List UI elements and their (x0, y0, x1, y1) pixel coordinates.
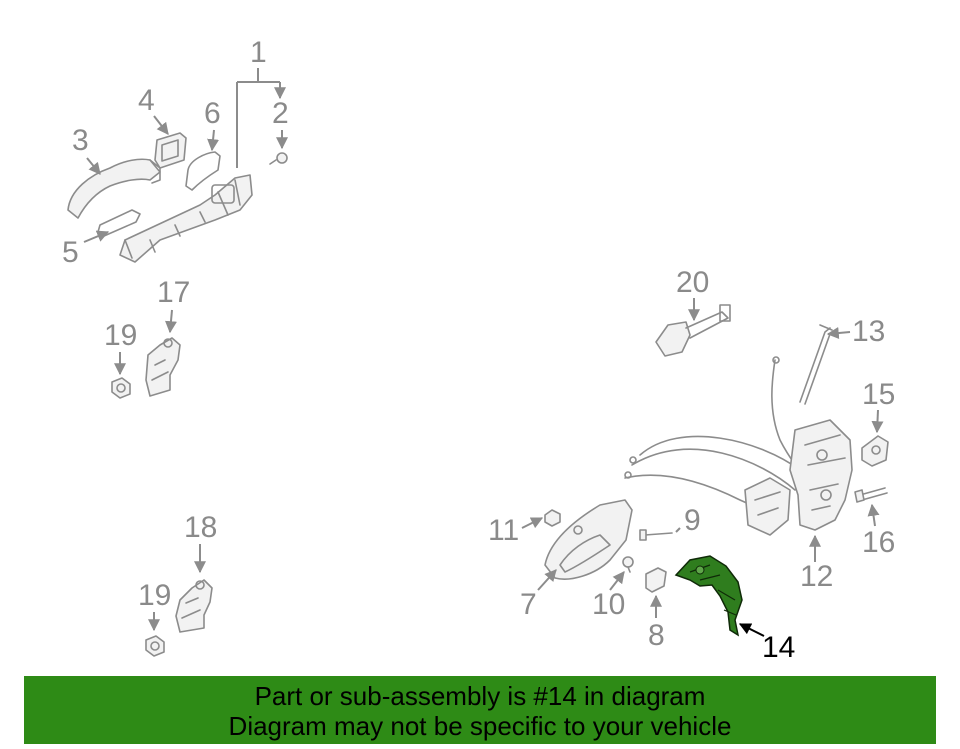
cover-8 (645, 567, 667, 593)
callout-label-4: 4 (138, 84, 155, 117)
callout-19b: 19 (138, 579, 171, 632)
callout-label-9: 9 (684, 504, 701, 537)
callout-17: 17 (157, 276, 190, 334)
callout-label-3: 3 (72, 124, 89, 157)
info-banner: Part or sub-assembly is #14 in diagram D… (24, 676, 936, 744)
callout-2: 2 (272, 97, 289, 150)
callout-label-19b: 19 (138, 579, 171, 612)
bolt-16 (854, 487, 888, 503)
callout-label-16: 16 (862, 526, 895, 559)
lock-rod-14-highlight (674, 555, 743, 637)
callout-10: 10 (592, 571, 625, 621)
banner-line-1: Part or sub-assembly is #14 in diagram (254, 681, 706, 711)
callout-label-1: 1 (250, 36, 267, 69)
callout-label-18: 18 (184, 511, 217, 544)
callout-4: 4 (138, 84, 169, 135)
callout-label-11: 11 (488, 514, 519, 547)
callout-label-10: 10 (592, 588, 625, 621)
callout-8: 8 (648, 594, 665, 652)
callout-11: 11 (488, 514, 544, 547)
callout-12: 12 (800, 534, 833, 593)
callout-label-17: 17 (157, 276, 190, 309)
callout-5: 5 (62, 230, 110, 269)
callout-label-6: 6 (204, 97, 221, 130)
callout-6: 6 (204, 97, 221, 152)
screw-10 (622, 556, 634, 573)
rod-13 (799, 324, 833, 405)
bracket-17 (145, 337, 181, 397)
screw-9 (639, 529, 673, 541)
callout-label-14: 14 (762, 631, 795, 664)
callout-label-19a: 19 (104, 319, 137, 352)
banner-line-2: Diagram may not be specific to your vehi… (228, 711, 732, 741)
callout-18: 18 (184, 511, 217, 574)
door-latch-12 (744, 419, 853, 536)
callout-label-7: 7 (520, 588, 537, 621)
callout-label-15: 15 (862, 378, 895, 411)
callout-label-5: 5 (62, 236, 79, 269)
callout-7: 7 (520, 569, 557, 621)
callout-label-12: 12 (800, 560, 833, 593)
callout-19a: 19 (104, 319, 137, 376)
callout-13: 13 (826, 315, 885, 348)
outside-handle-assembly (67, 132, 288, 263)
callout-9: 9 (675, 504, 701, 537)
bracket-18 (175, 579, 213, 633)
callout-14: 14 (738, 623, 795, 664)
clip-11 (544, 509, 561, 527)
callout-20: 20 (676, 266, 709, 322)
callout-label-2: 2 (272, 97, 289, 130)
parts-diagram: 1 2 3 4 5 6 17 19 18 19 20 13 (62, 36, 895, 664)
inner-handle-7 (544, 499, 633, 580)
nut-19a (111, 377, 131, 399)
callout-16: 16 (862, 503, 895, 559)
callout-label-8: 8 (648, 619, 665, 652)
door-check-20 (655, 304, 731, 357)
callout-label-13: 13 (852, 315, 885, 348)
bracket-15 (861, 435, 889, 467)
callout-label-20: 20 (676, 266, 709, 299)
callout-3: 3 (72, 124, 101, 175)
callout-1: 1 (236, 36, 280, 168)
callout-15: 15 (862, 378, 895, 434)
nut-19b (145, 635, 165, 657)
